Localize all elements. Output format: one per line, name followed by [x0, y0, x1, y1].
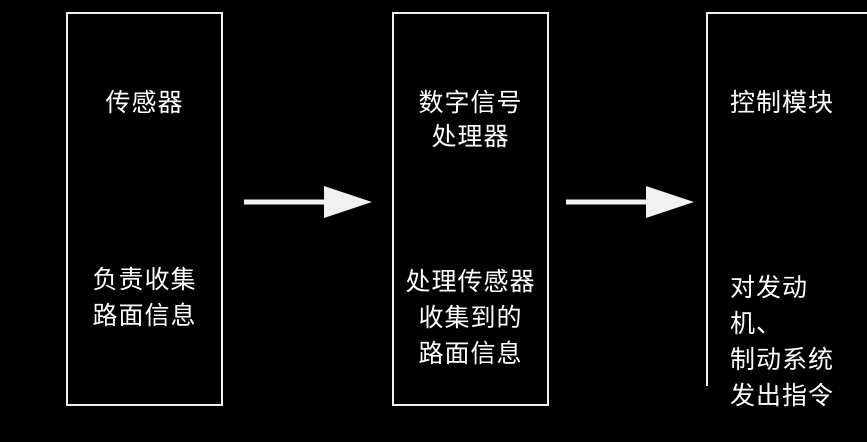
control-description: 对发动机、 制动系统 发出指令: [730, 273, 835, 410]
control-box: 控制模块 对发动机、 制动系统 发出指令: [706, 12, 867, 410]
sensor-description: 负责收集 路面信息: [92, 265, 197, 330]
dsp-box: 数字信号 处理器 处理传感器 收集到的 路面信息: [392, 12, 549, 406]
sensor-title: 传感器: [105, 88, 184, 117]
sensor-box: 传感器 负责收集 路面信息: [66, 12, 223, 406]
arrow-dsp-to-control: [566, 186, 694, 218]
arrow-sensor-to-dsp: [244, 186, 372, 218]
control-title: 控制模块: [730, 88, 835, 117]
dsp-title: 数字信号 处理器: [418, 88, 523, 151]
dsp-description: 处理传感器 收集到的 路面信息: [405, 267, 536, 368]
